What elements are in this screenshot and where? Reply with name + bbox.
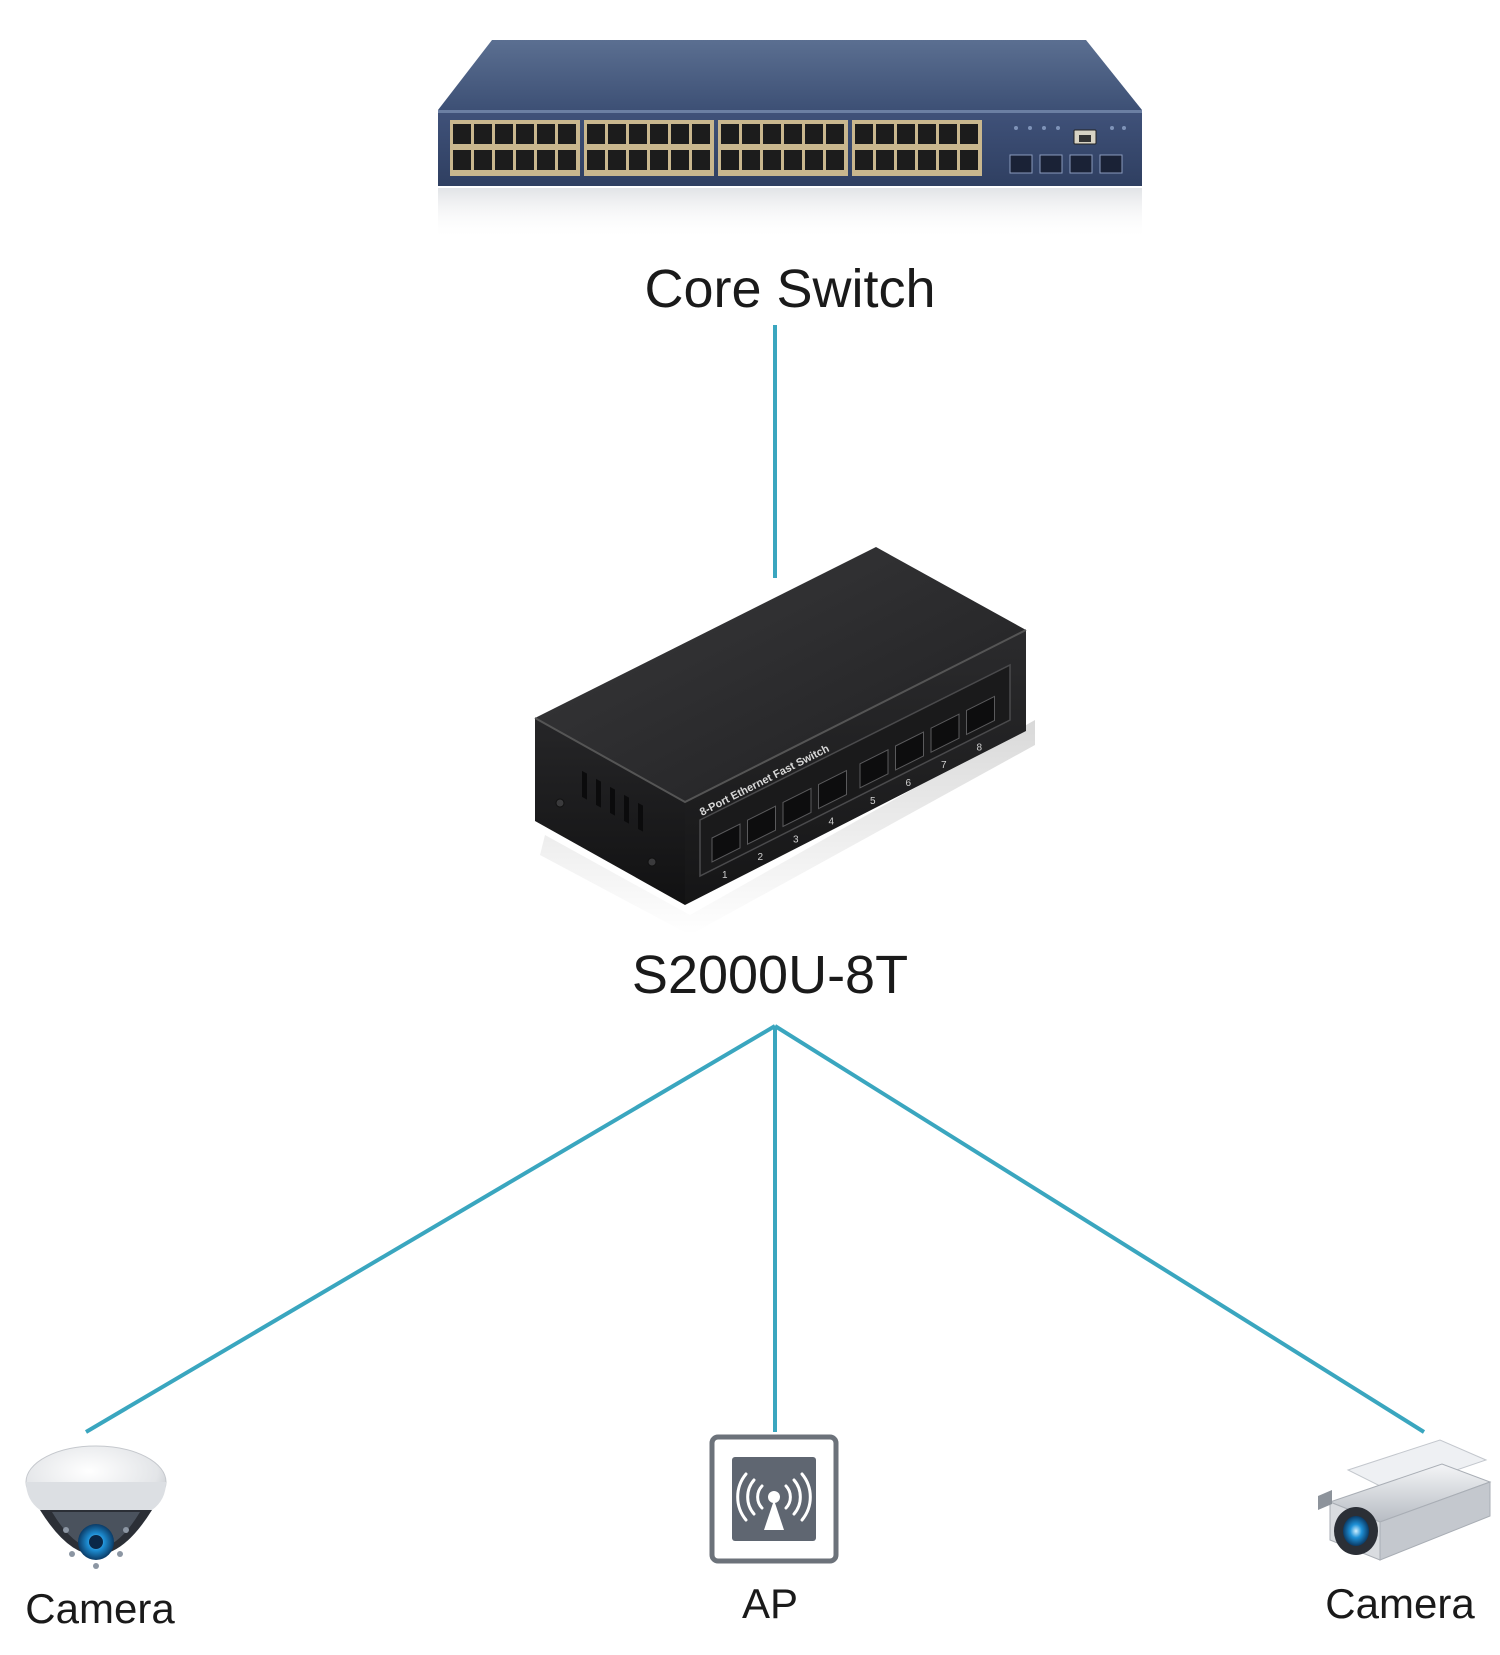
port-number: 3	[793, 834, 799, 845]
access-switch-label: S2000U-8T	[631, 945, 909, 1005]
switch-port	[966, 695, 995, 736]
rack-port	[742, 124, 760, 144]
rack-port	[721, 150, 739, 170]
rack-port	[558, 150, 576, 170]
rack-port	[763, 150, 781, 170]
rack-port	[876, 150, 894, 170]
rack-port	[558, 124, 576, 144]
rack-port	[608, 150, 626, 170]
rack-port	[960, 150, 978, 170]
rack-switch-icon	[438, 40, 1142, 240]
rack-port	[474, 150, 492, 170]
rack-port	[495, 124, 513, 144]
port-number: 8	[977, 742, 983, 753]
rack-port	[826, 150, 844, 170]
dome-camera-icon	[25, 1445, 167, 1569]
rack-port	[516, 124, 534, 144]
rack-port	[939, 150, 957, 170]
ap-label: AP	[741, 1580, 799, 1627]
rack-port	[453, 124, 471, 144]
rack-port	[918, 124, 936, 144]
rack-port	[692, 150, 710, 170]
rack-port	[805, 150, 823, 170]
rack-port	[742, 150, 760, 170]
port-number: 2	[758, 852, 764, 863]
rack-port	[876, 124, 894, 144]
port-number: 1	[722, 870, 728, 881]
core-switch-label: Core Switch	[644, 259, 936, 319]
port-number: 6	[906, 778, 912, 789]
rack-port	[721, 124, 739, 144]
port-number: 5	[870, 796, 876, 807]
rack-port	[671, 124, 689, 144]
rack-port	[826, 124, 844, 144]
rack-port	[805, 124, 823, 144]
rack-port	[763, 124, 781, 144]
rack-port	[671, 150, 689, 170]
wireless-ap-icon	[709, 1434, 839, 1564]
rack-port	[587, 150, 605, 170]
rack-port	[960, 124, 978, 144]
rack-port	[587, 124, 605, 144]
link-access-to-camera-right	[773, 1024, 1426, 1434]
links	[84, 325, 1426, 1434]
rack-port	[537, 124, 555, 144]
rack-port	[897, 124, 915, 144]
rack-port	[939, 124, 957, 144]
bullet-camera-icon	[1318, 1439, 1492, 1561]
rack-port	[692, 124, 710, 144]
link-access-to-camera-left	[84, 1024, 777, 1434]
camera-left-label: Camera	[25, 1585, 175, 1632]
switch-port	[747, 805, 776, 846]
rack-port	[855, 150, 873, 170]
rack-port	[629, 124, 647, 144]
camera-right-label: Camera	[1325, 1580, 1475, 1627]
port-number: 7	[941, 760, 947, 771]
rack-port	[897, 150, 915, 170]
rack-port	[784, 150, 802, 170]
rack-port	[784, 124, 802, 144]
rack-port	[608, 124, 626, 144]
switch-port	[859, 748, 889, 789]
switch-port	[930, 713, 960, 754]
rack-port	[650, 124, 668, 144]
rack-port	[495, 150, 513, 170]
switch-port	[711, 823, 741, 863]
rack-port	[650, 150, 668, 170]
rack-port	[537, 150, 555, 170]
rack-port	[474, 124, 492, 144]
switch-port	[895, 731, 924, 771]
port-number: 4	[829, 817, 835, 828]
rack-port	[453, 150, 471, 170]
rack-port	[855, 124, 873, 144]
switch-port	[782, 787, 812, 828]
rack-port	[629, 150, 647, 170]
rack-port	[918, 150, 936, 170]
rack-port	[516, 150, 534, 170]
switch-port	[818, 769, 847, 810]
